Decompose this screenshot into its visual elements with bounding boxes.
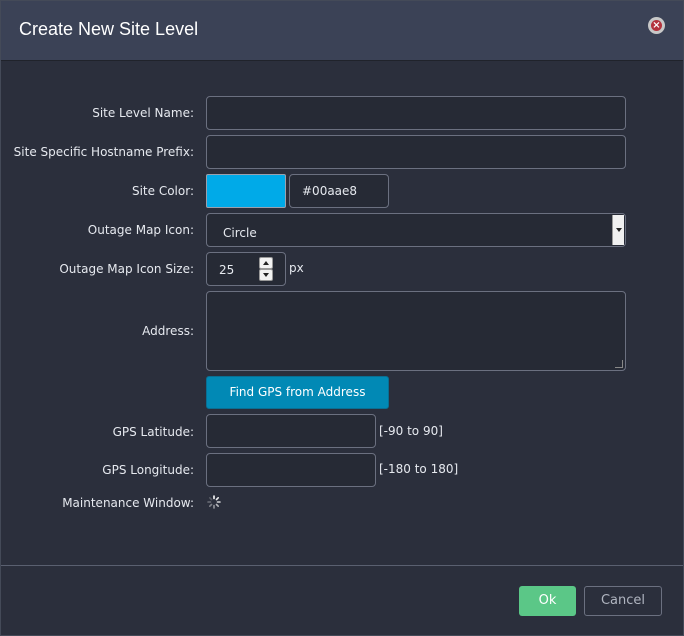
outage-map-icon-size-label: Outage Map Icon Size: [59, 262, 194, 276]
site-color-hex-input[interactable]: #00aae8 [289, 174, 389, 208]
increment-arrow-icon[interactable] [259, 257, 273, 269]
resize-handle-icon[interactable] [615, 360, 623, 368]
address-label: Address: [142, 324, 194, 338]
footer-divider [1, 565, 683, 566]
icon-size-unit: px [289, 261, 304, 275]
site-level-name-input[interactable] [206, 96, 626, 130]
cancel-button[interactable]: Cancel [584, 586, 662, 616]
site-level-name-label: Site Level Name: [92, 106, 194, 120]
outage-map-icon-selected: Circle [223, 226, 257, 240]
gps-longitude-range: [-180 to 180] [379, 462, 459, 476]
chevron-down-icon[interactable] [612, 215, 624, 245]
ok-button[interactable]: Ok [519, 586, 576, 616]
gps-longitude-input[interactable] [206, 453, 376, 487]
dialog-header: Create New Site Level × [1, 1, 683, 61]
outage-map-icon-label: Outage Map Icon: [87, 223, 194, 237]
icon-size-input[interactable]: 25 [206, 252, 286, 286]
hostname-prefix-label: Site Specific Hostname Prefix: [13, 145, 194, 159]
close-icon[interactable]: × [648, 17, 665, 34]
gps-latitude-input[interactable] [206, 414, 376, 448]
site-color-swatch[interactable] [206, 174, 286, 208]
gps-latitude-label: GPS Latitude: [112, 425, 194, 439]
dialog-title: Create New Site Level [19, 19, 199, 39]
site-color-label: Site Color: [131, 184, 194, 198]
outage-map-icon-select[interactable]: Circle [206, 213, 626, 247]
icon-size-value: 25 [219, 263, 235, 277]
maintenance-window-label: Maintenance Window: [62, 496, 194, 510]
decrement-arrow-icon[interactable] [259, 269, 273, 281]
address-textarea[interactable] [206, 291, 626, 371]
find-gps-button[interactable]: Find GPS from Address [206, 376, 389, 409]
gps-latitude-range: [-90 to 90] [379, 424, 443, 438]
gps-longitude-label: GPS Longitude: [102, 463, 194, 477]
loading-spinner-icon [207, 495, 221, 509]
hostname-prefix-input[interactable] [206, 135, 626, 169]
